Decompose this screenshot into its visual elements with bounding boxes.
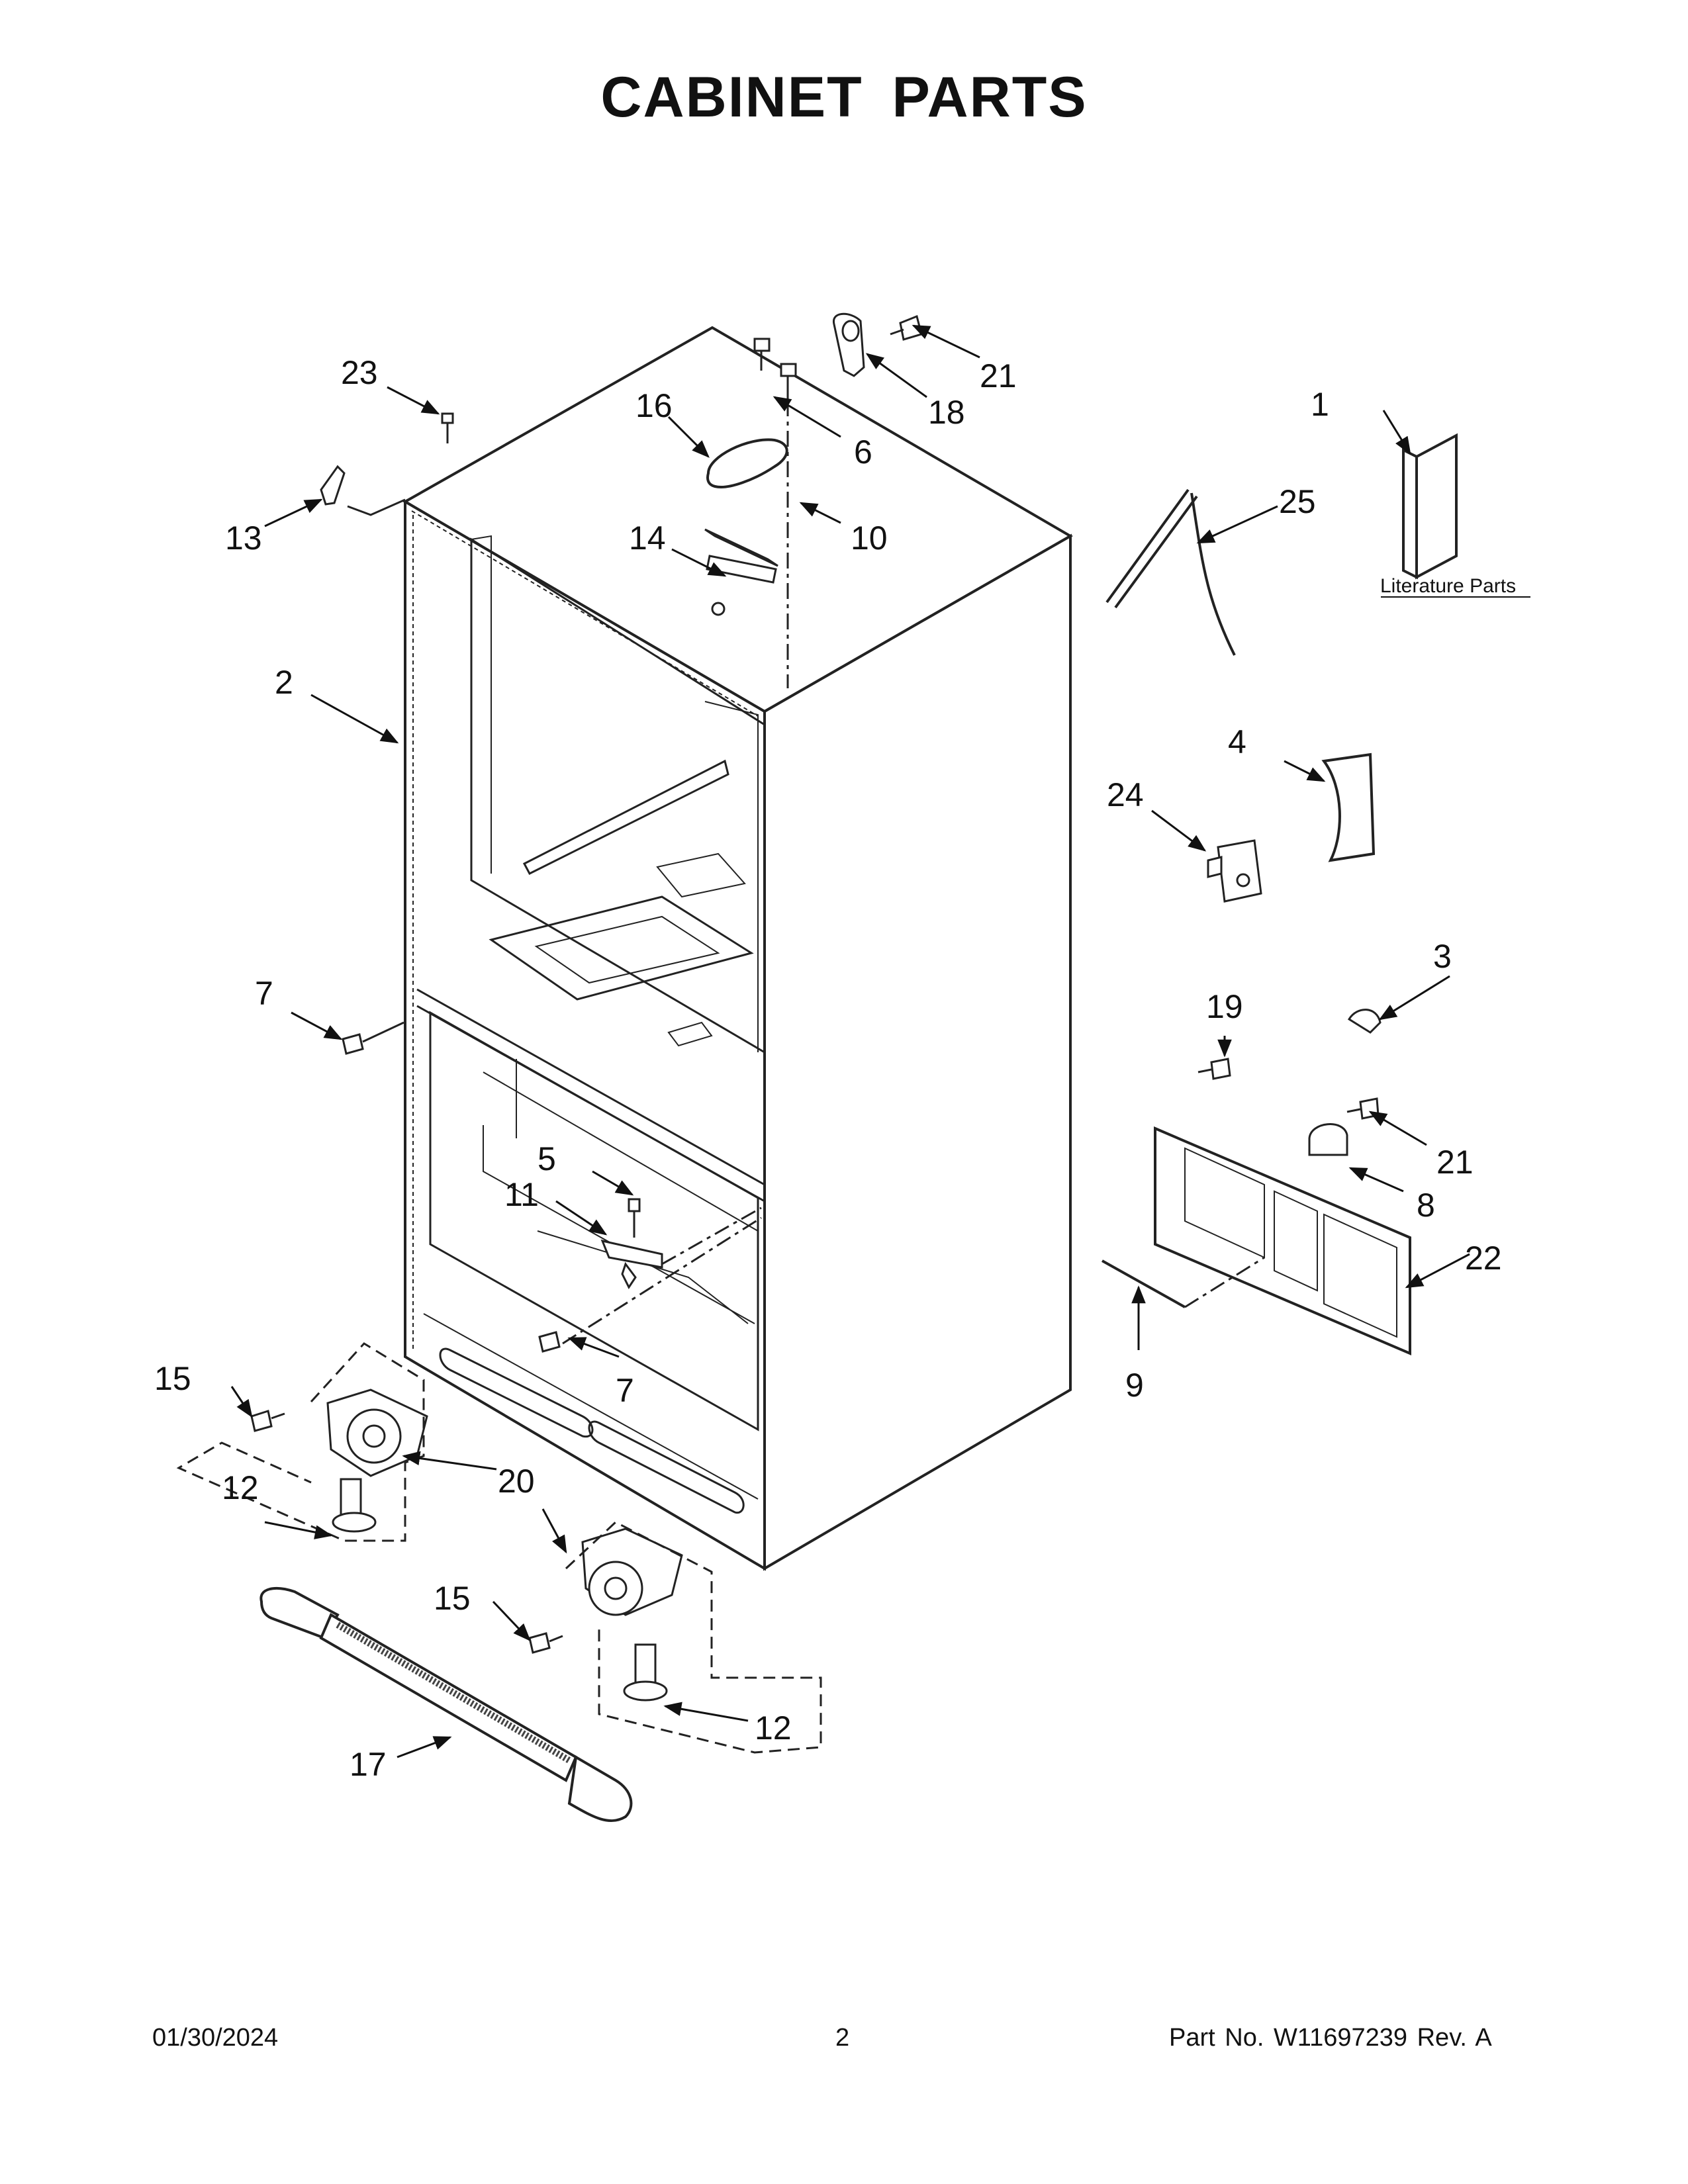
water-valve-24 bbox=[1207, 839, 1262, 903]
callout-10: 10 bbox=[851, 520, 888, 557]
gasket-strip-9 bbox=[1102, 1259, 1186, 1308]
callout-11: 11 bbox=[504, 1176, 539, 1213]
page-title: CABINET PARTS bbox=[600, 66, 1088, 129]
screw-6 bbox=[753, 338, 771, 371]
callout-21a: 21 bbox=[980, 357, 1017, 394]
hinge-cover bbox=[706, 438, 788, 488]
access-panel-22 bbox=[1154, 1126, 1411, 1356]
screw-21-right bbox=[1346, 1097, 1380, 1120]
callout-22: 22 bbox=[1465, 1240, 1502, 1277]
screw-19 bbox=[1197, 1058, 1231, 1080]
refrigerator-cabinet bbox=[402, 326, 1073, 1571]
cover-4 bbox=[1321, 752, 1376, 862]
callout-20: 20 bbox=[498, 1463, 535, 1500]
literature-parts-label: Literature Parts bbox=[1380, 575, 1516, 597]
leg-brackets-dashed bbox=[176, 1342, 822, 1754]
callout-17: 17 bbox=[350, 1746, 387, 1783]
callout-13: 13 bbox=[225, 520, 262, 557]
callout-12b: 12 bbox=[755, 1709, 792, 1747]
callout-labels: 1 2 3 4 5 6 7 7 8 9 10 11 12 12 13 14 15… bbox=[154, 354, 1502, 1783]
leader-arrows bbox=[230, 324, 1470, 1758]
toe-grille-17 bbox=[259, 1587, 633, 1823]
callout-18: 18 bbox=[928, 394, 965, 431]
callout-9: 9 bbox=[1125, 1367, 1144, 1404]
clamp-8 bbox=[1308, 1123, 1348, 1156]
callout-14: 14 bbox=[629, 520, 666, 557]
callout-8: 8 bbox=[1417, 1187, 1435, 1224]
callout-21b: 21 bbox=[1436, 1144, 1474, 1181]
screws-7 bbox=[342, 1021, 561, 1353]
callout-12a: 12 bbox=[222, 1469, 259, 1506]
alignment-lines bbox=[562, 400, 1265, 1345]
water-tube-25 bbox=[1105, 488, 1236, 656]
callout-23: 23 bbox=[341, 354, 378, 391]
callout-7b: 7 bbox=[616, 1372, 634, 1409]
callout-15b: 15 bbox=[434, 1580, 471, 1617]
footer-part-number: Part No. W11697239 Rev. A bbox=[1169, 2024, 1492, 2052]
callout-15a: 15 bbox=[154, 1360, 191, 1397]
callout-7a: 7 bbox=[255, 975, 273, 1012]
leveling-legs bbox=[326, 1388, 683, 1702]
clip-3 bbox=[1347, 1009, 1382, 1034]
callout-16: 16 bbox=[635, 387, 673, 424]
footer-page-number: 2 bbox=[835, 2024, 850, 2052]
callout-24: 24 bbox=[1107, 776, 1144, 813]
callout-19: 19 bbox=[1206, 988, 1243, 1025]
screws-15 bbox=[250, 1410, 563, 1654]
callout-6: 6 bbox=[854, 433, 872, 471]
callout-3: 3 bbox=[1433, 938, 1452, 975]
callout-4: 4 bbox=[1228, 723, 1246, 760]
bracket-13 bbox=[320, 465, 406, 516]
hinge-lower-11 bbox=[600, 1198, 663, 1289]
door-stop bbox=[833, 312, 865, 377]
callout-25: 25 bbox=[1279, 483, 1316, 520]
literature-parts-packet bbox=[1402, 433, 1458, 580]
callout-5: 5 bbox=[538, 1140, 556, 1177]
footer-date: 01/30/2024 bbox=[152, 2024, 279, 2052]
callout-1: 1 bbox=[1311, 386, 1329, 423]
screw-23 bbox=[441, 412, 454, 443]
callout-2: 2 bbox=[275, 664, 293, 701]
